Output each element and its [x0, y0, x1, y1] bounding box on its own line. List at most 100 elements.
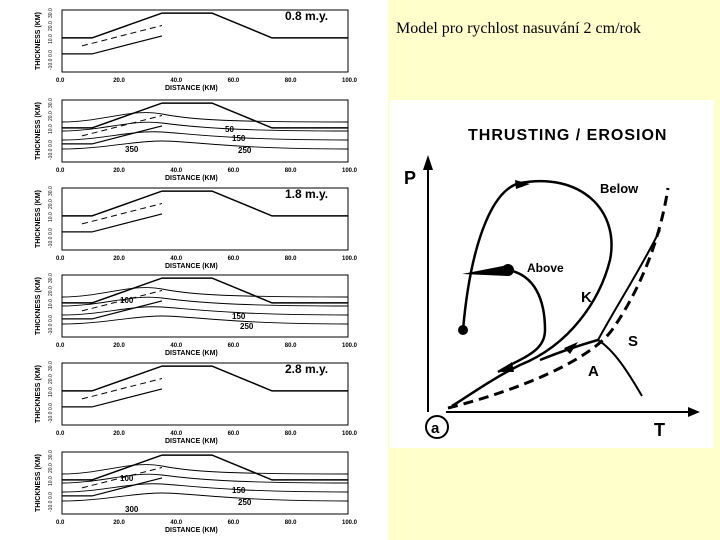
thrust-sheet-outline	[62, 12, 348, 39]
x-axis-label: DISTANCE (KM)	[165, 85, 218, 92]
isotherm-line	[61, 315, 349, 325]
ptt-title: THRUSTING / EROSION	[468, 127, 667, 144]
x-tick-label: 100.0	[342, 343, 358, 349]
isotherm-label: 100	[120, 474, 134, 483]
y-tick-label: -10.0	[48, 411, 54, 423]
x-tick-label: 0.0	[56, 256, 65, 262]
fault-trace	[81, 25, 163, 47]
panel-frame	[61, 9, 349, 73]
thrust-sheet-outline	[62, 277, 348, 304]
y-tick-label: 0.0	[48, 50, 54, 57]
ramp-line	[62, 35, 163, 55]
label-above: Above	[527, 261, 564, 275]
x-tick-label: 80.0	[285, 431, 297, 437]
x-tick-label: 20.0	[113, 78, 125, 84]
isotherm-line	[61, 483, 349, 493]
isotherm-label: 250	[238, 146, 252, 155]
time-label: 0.8 m.y.	[285, 9, 328, 23]
above-path	[497, 268, 547, 374]
fault-trace	[81, 467, 163, 489]
x-tick-label: 80.0	[285, 520, 297, 526]
ramp-line	[62, 388, 163, 408]
x-tick-label: 20.0	[113, 343, 125, 349]
isotherm-line	[61, 121, 349, 132]
fault-trace	[81, 203, 163, 225]
isotherm-line	[61, 306, 349, 316]
x-tick-label: 60.0	[228, 431, 240, 437]
y-tick-label: 30.0	[48, 186, 54, 196]
x-axis-label: DISTANCE (KM)	[165, 175, 218, 182]
ramp-line	[62, 477, 163, 497]
x-tick-label: 40.0	[170, 431, 182, 437]
y-tick-label: 20.0	[48, 199, 54, 209]
reaction-line-s	[597, 339, 643, 397]
t-axis-label: T	[654, 420, 665, 440]
t-axis-arrow	[688, 407, 700, 417]
above-path-arrow	[498, 362, 514, 372]
y-tick-label: 10.0	[48, 124, 54, 134]
fault-trace	[81, 378, 163, 400]
isotherm-line	[61, 140, 349, 150]
y-tick-label: 0.0	[48, 228, 54, 235]
isotherm-label: 250	[240, 322, 254, 331]
ramp-line	[62, 300, 163, 320]
isotherm-label: 50	[225, 125, 234, 134]
x-tick-label: 60.0	[228, 78, 240, 84]
x-axis-label: DISTANCE (KM)	[165, 438, 218, 445]
x-tick-label: 20.0	[113, 520, 125, 526]
x-tick-label: 0.0	[56, 168, 65, 174]
x-tick-label: 20.0	[113, 431, 125, 437]
y-tick-label: 30.0	[48, 98, 54, 108]
y-tick-label: 20.0	[48, 374, 54, 384]
above-path-dot	[502, 264, 514, 276]
y-tick-label: 0.0	[48, 315, 54, 322]
y-tick-label: 20.0	[48, 286, 54, 296]
x-tick-label: 100.0	[342, 256, 358, 262]
y-tick-label: -10.0	[48, 500, 54, 512]
isotherm-label: 100	[120, 296, 134, 305]
x-tick-label: 40.0	[170, 168, 182, 174]
y-axis-label: THICKNESS (KM)	[35, 277, 42, 335]
isotherm-line	[61, 473, 349, 484]
y-axis-label: THICKNESS (KM)	[35, 454, 42, 512]
y-axis-label: THICKNESS (KM)	[35, 190, 42, 248]
panel-frame	[61, 362, 349, 426]
x-tick-label: 60.0	[228, 520, 240, 526]
corner-circle	[425, 415, 449, 439]
isotherm-label: 250	[238, 498, 252, 507]
x-tick-label: 80.0	[285, 343, 297, 349]
x-tick-label: 60.0	[228, 343, 240, 349]
dashed-boundary-curve	[447, 187, 670, 410]
y-tick-label: 10.0	[48, 476, 54, 486]
y-tick-label: 20.0	[48, 463, 54, 473]
x-axis-label: DISTANCE (KM)	[165, 350, 218, 357]
y-tick-label: 0.0	[48, 403, 54, 410]
x-tick-label: 100.0	[342, 431, 358, 437]
y-tick-label: 30.0	[48, 273, 54, 283]
fault-trace	[81, 290, 163, 312]
y-tick-label: 10.0	[48, 299, 54, 309]
y-tick-label: 30.0	[48, 8, 54, 18]
y-axis-label: THICKNESS (KM)	[35, 102, 42, 160]
x-tick-label: 60.0	[228, 256, 240, 262]
y-axis-label: THICKNESS (KM)	[35, 365, 42, 423]
y-tick-label: 10.0	[48, 212, 54, 222]
x-tick-label: 40.0	[170, 256, 182, 262]
reaction-line-k	[597, 229, 661, 341]
isotherm-label: 150	[232, 486, 246, 495]
x-tick-label: 0.0	[56, 520, 65, 526]
p-axis-arrow	[423, 155, 433, 170]
thrust-sheet-outline	[62, 454, 348, 481]
x-tick-label: 100.0	[342, 78, 358, 84]
y-tick-label: -10.0	[48, 323, 54, 335]
time-label: 2.8 m.y.	[285, 362, 328, 376]
x-tick-label: 20.0	[113, 256, 125, 262]
thrust-sheet-outline	[62, 190, 348, 217]
x-tick-label: 80.0	[285, 78, 297, 84]
time-label: 1.8 m.y.	[285, 187, 328, 201]
